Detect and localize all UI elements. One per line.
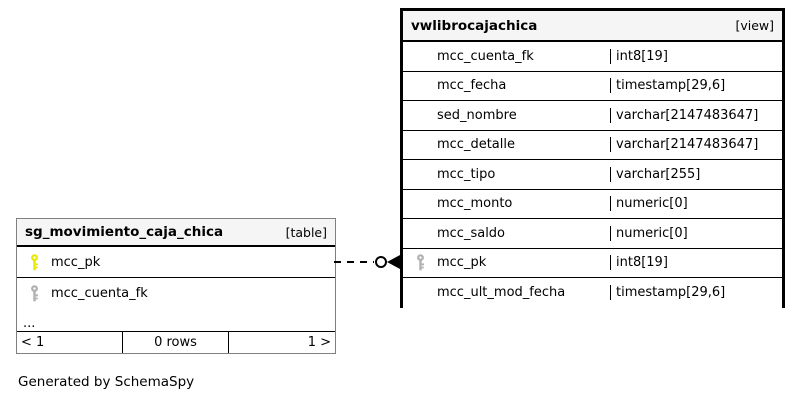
view-column-type: varchar[255]: [610, 166, 775, 182]
view-column-type: timestamp[29,6]: [610, 78, 775, 94]
next-page-button[interactable]: 1 >: [229, 332, 335, 353]
view-column-name-cell: sed_nombre: [403, 108, 610, 123]
view-column-type: varchar[2147483647]: [610, 107, 775, 123]
prev-page-label: < 1: [21, 335, 45, 350]
view-column-type: numeric[0]: [610, 196, 775, 212]
view-column-name-cell: mcc_saldo: [403, 226, 610, 241]
cardinality-zero-marker: [375, 256, 387, 268]
view-column-type: varchar[2147483647]: [610, 137, 775, 153]
row-count-label: 0 rows: [154, 335, 197, 350]
generated-by-caption: Generated by SchemaSpy: [18, 374, 195, 390]
view-column-row[interactable]: sed_nombre varchar[2147483647]: [403, 101, 782, 131]
view-column-name-cell: mcc_fecha: [403, 78, 610, 93]
table-column-name: mcc_cuenta_fk: [51, 286, 148, 301]
table-column-list: mcc_pk mcc_cuenta_fk: [17, 247, 335, 309]
view-column-name-cell: mcc_detalle: [403, 137, 610, 152]
view-column-name: mcc_tipo: [437, 166, 496, 182]
table-footer: < 1 0 rows 1 >: [17, 331, 335, 353]
table-more-columns-indicator: ...: [17, 309, 335, 331]
view-column-name-cell: mcc_cuenta_fk: [403, 49, 610, 64]
view-column-name: mcc_fecha: [437, 78, 507, 94]
table-kind-label: [table]: [285, 224, 327, 240]
view-column-name: mcc_ult_mod_fecha: [437, 285, 566, 301]
view-column-name: mcc_detalle: [437, 137, 515, 153]
view-column-type: int8[19]: [610, 255, 775, 271]
next-page-label: 1 >: [307, 335, 331, 350]
view-column-name: mcc_saldo: [437, 225, 506, 241]
view-column-name-cell: mcc_tipo: [403, 167, 610, 182]
table-header: sg_movimiento_caja_chica [table]: [17, 219, 335, 247]
view-column-row[interactable]: mcc_ult_mod_fecha timestamp[29,6]: [403, 278, 782, 308]
view-column-name: mcc_monto: [437, 196, 513, 212]
view-column-row[interactable]: mcc_saldo numeric[0]: [403, 219, 782, 249]
view-header: vwlibrocajachica [view]: [403, 11, 782, 42]
table-column-row[interactable]: mcc_cuenta_fk: [17, 278, 335, 309]
view-column-name: mcc_pk: [437, 255, 487, 271]
view-column-name-cell: mcc_pk: [403, 254, 610, 271]
view-column-row[interactable]: mcc_fecha timestamp[29,6]: [403, 71, 782, 101]
table-title: sg_movimiento_caja_chica: [25, 224, 224, 240]
view-column-row[interactable]: mcc_monto numeric[0]: [403, 189, 782, 219]
view-column-type: timestamp[29,6]: [610, 285, 775, 301]
ellipsis-text: ...: [23, 316, 36, 331]
view-column-row[interactable]: mcc_tipo varchar[255]: [403, 160, 782, 190]
view-column-row[interactable]: mcc_cuenta_fk int8[19]: [403, 42, 782, 72]
foreign-key-icon: [409, 254, 431, 271]
view-column-row[interactable]: mcc_pk int8[19]: [403, 248, 782, 278]
view-column-name: mcc_cuenta_fk: [437, 48, 534, 64]
cardinality-many-marker: [387, 255, 400, 269]
row-count: 0 rows: [123, 332, 229, 353]
relationship-connector: [334, 255, 402, 269]
table-column-name-cell: mcc_cuenta_fk: [17, 285, 335, 302]
primary-key-icon: [23, 253, 45, 271]
view-column-name-cell: mcc_monto: [403, 196, 610, 211]
table-column-name: mcc_pk: [51, 254, 101, 270]
view-title: vwlibrocajachica: [411, 17, 538, 34]
view-column-name-cell: mcc_ult_mod_fecha: [403, 285, 610, 300]
view-kind-label: [view]: [735, 18, 774, 33]
prev-page-button[interactable]: < 1: [17, 332, 123, 353]
view-column-type: numeric[0]: [610, 225, 775, 241]
view-column-row[interactable]: mcc_detalle varchar[2147483647]: [403, 130, 782, 160]
foreign-key-icon: [23, 285, 45, 302]
table-column-name-cell: mcc_pk: [17, 253, 335, 271]
view-column-name: sed_nombre: [437, 107, 517, 123]
view-column-list: mcc_cuenta_fk int8[19] mcc_fecha timestamp[…: [403, 42, 782, 308]
table-column-row[interactable]: mcc_pk: [17, 247, 335, 278]
view-column-type: int8[19]: [610, 48, 775, 64]
